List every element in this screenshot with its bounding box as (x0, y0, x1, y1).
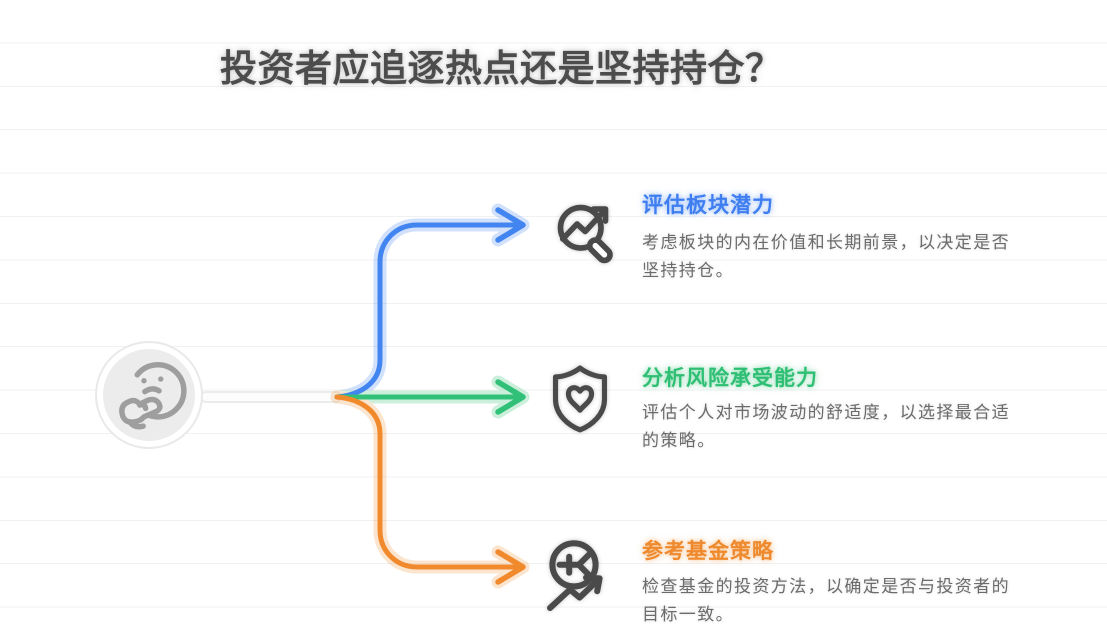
branch-heading: 分析风险承受能力 (642, 365, 818, 390)
thinking-face-icon (119, 362, 187, 430)
center-node (97, 343, 201, 447)
connector-evaluate-sector (334, 207, 526, 400)
branch-description: 评估个人对市场波动的舒适度，以选择最合适的策略。 (642, 403, 1010, 451)
yuan-trend-icon (538, 536, 618, 620)
trunk-connector (200, 391, 342, 403)
branch-description: 检查基金的投资方法，以确定是否与投资者的目标一致。 (642, 577, 1010, 625)
connector-risk-tolerance (334, 379, 526, 415)
branch-heading: 参考基金策略 (642, 538, 774, 563)
shield-heart-icon (546, 362, 614, 442)
branch-heading: 评估板块潜力 (642, 192, 774, 217)
branch-description: 考虑板块的内在价值和长期前景，以决定是否坚持持仓。 (642, 233, 1010, 281)
trend-search-icon (550, 191, 625, 270)
connector-fund-strategy (334, 394, 526, 585)
page-title: 投资者应追逐热点还是坚持持仓？ (220, 46, 783, 90)
